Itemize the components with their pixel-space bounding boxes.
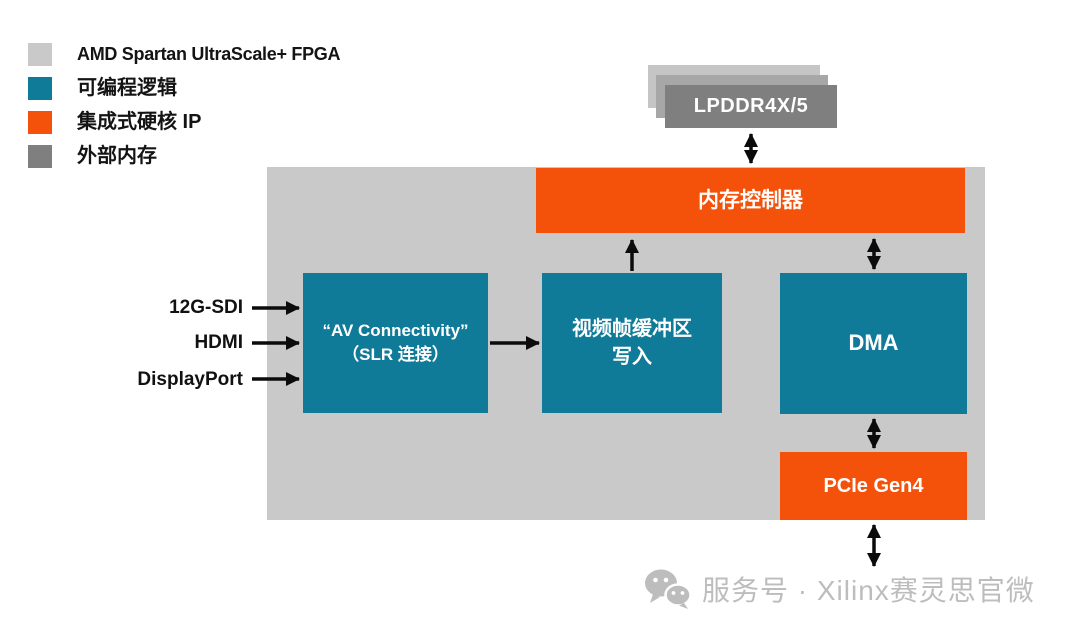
legend-swatch-fpga	[28, 42, 52, 66]
av-connectivity-block: “AV Connectivity” （SLR 连接）	[303, 273, 488, 413]
input-label-displayport: DisplayPort	[137, 369, 243, 390]
legend-swatch-external-memory	[28, 144, 52, 168]
av-connectivity-line2: （SLR 连接）	[342, 345, 449, 364]
legend-label-fpga: AMD Spartan UltraScale+ FPGA	[77, 44, 341, 64]
legend: AMD Spartan UltraScale+ FPGA 可编程逻辑 集成式硬核…	[28, 42, 340, 178]
legend-label-programmable-logic: 可编程逻辑	[77, 77, 177, 99]
input-label-12g-sdi: 12G-SDI	[169, 297, 243, 318]
lpddr-label: LPDDR4X/5	[693, 95, 809, 117]
watermark-text: 服务号 · Xilinx赛灵思官微	[702, 575, 1035, 606]
legend-label-external-memory: 外部内存	[77, 145, 157, 167]
memory-controller-block: 内存控制器	[536, 168, 965, 233]
video-frame-buffer-line2: 写入	[612, 346, 652, 368]
video-frame-buffer-line1: 视频帧缓冲区	[572, 318, 692, 340]
legend-label-hard-ip: 集成式硬核 IP	[77, 111, 202, 133]
legend-item-programmable-logic: 可编程逻辑	[28, 76, 340, 100]
legend-swatch-programmable-logic	[28, 76, 52, 100]
legend-item-fpga: AMD Spartan UltraScale+ FPGA	[28, 42, 340, 66]
dma-block: DMA	[780, 273, 967, 414]
legend-item-hard-ip: 集成式硬核 IP	[28, 110, 340, 134]
legend-item-external-memory: 外部内存	[28, 144, 340, 168]
watermark: 服务号 · Xilinx赛灵思官微	[644, 568, 1035, 610]
input-label-hdmi: HDMI	[194, 332, 243, 353]
av-connectivity-line1: “AV Connectivity”	[322, 321, 469, 341]
pcie-label: PCIe Gen4	[823, 475, 924, 497]
memory-controller-label: 内存控制器	[698, 188, 803, 212]
wechat-icon	[645, 569, 692, 609]
lpddr-block: LPDDR4X/5	[665, 85, 837, 128]
pcie-block: PCIe Gen4	[780, 452, 967, 520]
legend-swatch-hard-ip	[28, 110, 52, 134]
dma-label: DMA	[848, 330, 899, 356]
video-frame-buffer-block: 视频帧缓冲区 写入	[542, 273, 722, 413]
